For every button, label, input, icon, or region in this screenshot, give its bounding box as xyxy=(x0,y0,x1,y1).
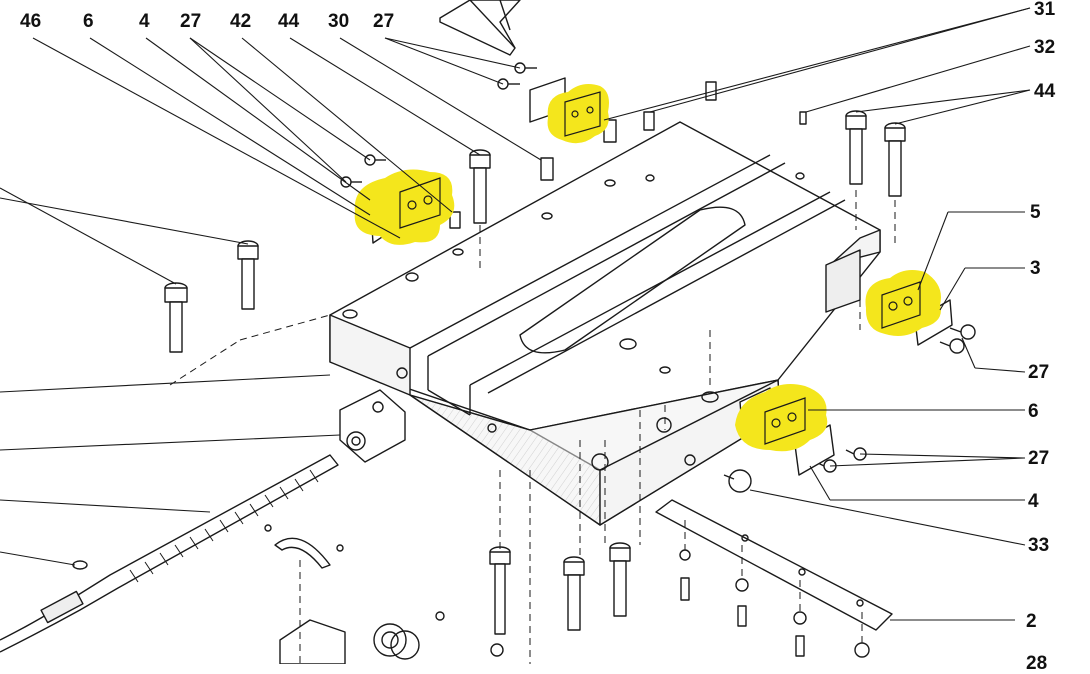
part-label-27: 27 xyxy=(1028,448,1050,469)
part-label-27: 27 xyxy=(1028,362,1050,383)
table-body xyxy=(329,121,881,526)
part-label-32: 32 xyxy=(1034,37,1056,58)
cover-strip xyxy=(439,0,521,56)
highlighted-wiper-plates xyxy=(354,84,941,452)
part-label-3: 3 xyxy=(1030,258,1041,279)
bearing-housing xyxy=(279,619,420,664)
key-pin xyxy=(72,560,88,570)
part-label-42: 42 xyxy=(230,11,252,32)
part-label-30: 30 xyxy=(328,11,350,32)
part-label-44: 44 xyxy=(278,11,300,32)
part-label-44: 44 xyxy=(1034,81,1056,102)
lead-screw xyxy=(0,454,339,653)
highlight-wiper-left xyxy=(354,169,455,245)
half-ring-clip xyxy=(274,537,331,569)
small-bolts xyxy=(264,62,976,658)
assembly-dashed-lines xyxy=(169,190,896,664)
part-label-6: 6 xyxy=(83,11,94,32)
part-label-46: 46 xyxy=(20,11,42,32)
gib-strip xyxy=(655,499,893,631)
screw-nut-block xyxy=(339,389,406,463)
part-label-27: 27 xyxy=(180,11,202,32)
part-label-5: 5 xyxy=(1030,202,1041,223)
part-label-2: 2 xyxy=(1026,611,1037,632)
highlight-wiper-front xyxy=(735,384,828,452)
part-label-4: 4 xyxy=(1028,491,1039,512)
socket-screws xyxy=(164,110,906,635)
part-label-33: 33 xyxy=(1028,535,1050,556)
highlight-wiper-right xyxy=(865,270,941,336)
part-label-27: 27 xyxy=(373,11,395,32)
leader-lines xyxy=(0,7,1031,621)
set-screws xyxy=(449,81,807,229)
part-label-6: 6 xyxy=(1028,401,1039,422)
part-label-31: 31 xyxy=(1034,0,1056,20)
part-label-4: 4 xyxy=(139,11,150,32)
